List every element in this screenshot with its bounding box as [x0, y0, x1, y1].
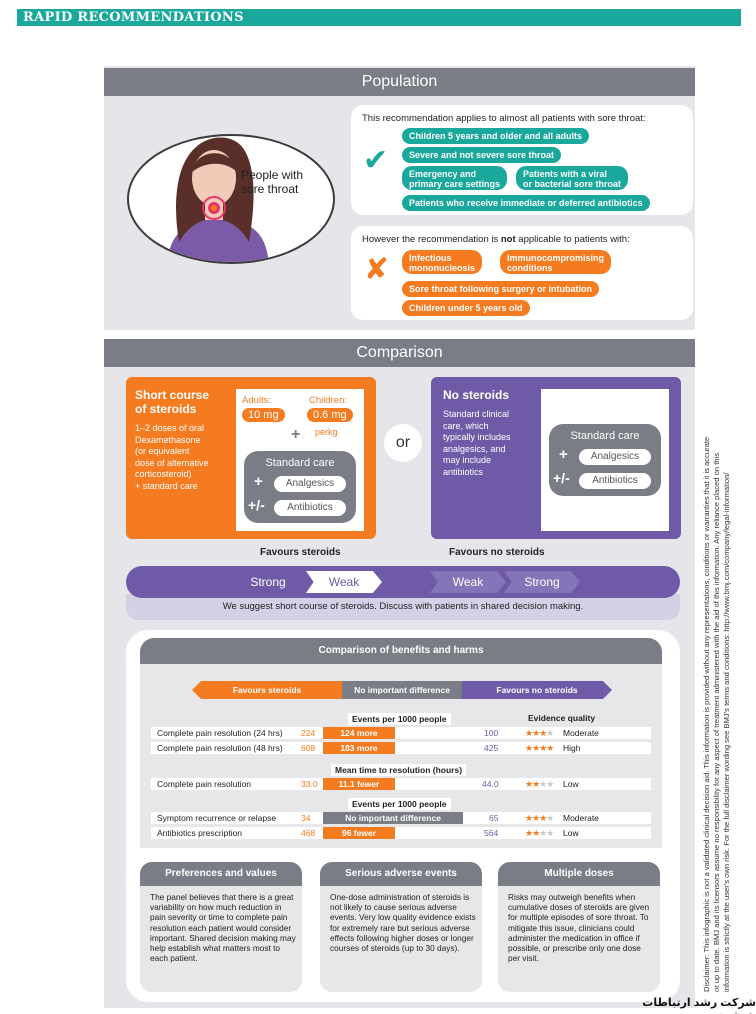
- plus-minus-sign: +/-: [553, 470, 570, 486]
- steroids-dose-panel: Adults: 10 mg Children: 0.6 mg perkg + S…: [236, 389, 364, 531]
- applies-item: Patients who receive immediate or deferr…: [402, 195, 650, 211]
- population-header: Population: [104, 68, 695, 96]
- table-row: Complete pain resolution 33.0 11.1 fewer…: [151, 778, 651, 790]
- no-steroids-title: No steroids: [443, 388, 510, 402]
- strong-no-steroids-chevron: Strong: [504, 571, 580, 593]
- banner-title: RAPID RECOMMENDATIONS: [23, 10, 244, 25]
- applies-item: Patients with a viral or bacterial sore …: [516, 166, 629, 190]
- children-unit: perkg: [315, 427, 338, 437]
- not-applies-title: However the recommendation is not applic…: [362, 234, 630, 245]
- adults-label: Adults:: [242, 395, 272, 406]
- cross-icon: ✘: [364, 253, 390, 286]
- check-icon: ✔: [363, 144, 389, 177]
- star-rating: ★★★★: [525, 828, 554, 838]
- weak-steroids-chevron-selected: Weak: [306, 571, 382, 593]
- antibiotics-pill: Antibiotics: [579, 473, 651, 489]
- woman-sore-throat-icon: [167, 137, 269, 262]
- analgesics-pill: Analgesics: [579, 449, 651, 465]
- no-steroids-option-card: No steroids Standard clinical care, whic…: [431, 377, 681, 539]
- table-row: Symptom recurrence or relapse 34 No impo…: [151, 812, 651, 824]
- events-header: Events per 1000 people: [348, 798, 451, 810]
- strong-steroids-chevron: Strong: [250, 575, 286, 589]
- comparison-header: Comparison: [104, 339, 695, 367]
- star-rating: ★★★★: [525, 728, 554, 738]
- watermark-text: شرکت رشد ارتباطات هوشمند: [642, 997, 756, 1014]
- no-steroids-description: Standard clinical care, which typically …: [443, 409, 511, 477]
- steroids-title: Short course of steroids: [135, 388, 210, 416]
- disclaimer: Disclaimer: This infographic is not a va…: [702, 436, 731, 992]
- not-applies-item: Immunocompromising conditions: [500, 250, 612, 274]
- children-dose: 0.6 mg: [307, 408, 353, 422]
- steroids-description: 1–2 doses of oral Dexamethasone (or equi…: [135, 423, 209, 491]
- plus-sign: +: [559, 446, 568, 463]
- star-rating: ★★★★: [525, 743, 554, 753]
- applies-item: Children 5 years and older and all adult…: [402, 128, 590, 144]
- applies-box: This recommendation applies to almost al…: [351, 105, 693, 215]
- legend-no-difference: No important difference: [342, 681, 462, 699]
- multiple-doses-card: Multiple doses Risks may outweigh benefi…: [498, 862, 660, 992]
- adults-dose: 10 mg: [242, 408, 285, 422]
- evidence-quality-header: Evidence quality: [528, 713, 596, 723]
- plus-minus-sign: +/-: [248, 497, 265, 513]
- people-with-sore-throat-label: People with sore throat: [241, 168, 304, 196]
- star-rating: ★★★★: [525, 779, 554, 789]
- not-applies-item: Sore throat following surgery or intubat…: [402, 281, 600, 297]
- weak-no-steroids-chevron: Weak: [430, 571, 506, 593]
- table-row: Antibiotics prescription 468 96 fewer 56…: [151, 827, 651, 839]
- mean-time-header: Mean time to resolution (hours): [331, 764, 467, 776]
- no-steroids-panel: Standard care + Analgesics +/- Antibioti…: [541, 389, 669, 531]
- favours-no-steroids-label: Favours no steroids: [449, 547, 545, 558]
- top-banner: RAPID RECOMMENDATIONS: [17, 9, 741, 26]
- adverse-events-card: Serious adverse events One-dose administ…: [320, 862, 482, 992]
- not-applies-item: Children under 5 years old: [402, 300, 530, 316]
- legend-favours-steroids: Favours steroids: [192, 681, 342, 699]
- applies-item: Severe and not severe sore throat: [402, 147, 562, 163]
- preferences-card: Preferences and values The panel believe…: [140, 862, 302, 992]
- not-applies-item: Infectious mononucleosis: [402, 250, 483, 274]
- table-row: Complete pain resolution (24 hrs) 224 12…: [151, 727, 651, 739]
- applies-title: This recommendation applies to almost al…: [362, 113, 646, 124]
- standard-care-title: Standard care: [265, 457, 335, 469]
- legend-favours-no-steroids: Favours no steroids: [462, 681, 612, 699]
- favours-steroids-label: Favours steroids: [260, 547, 341, 558]
- antibiotics-pill: Antibiotics: [274, 500, 346, 516]
- recommendation-statement: We suggest short course of steroids. Dis…: [126, 594, 680, 620]
- standard-care-title: Standard care: [570, 430, 640, 442]
- section-separator: [104, 330, 695, 339]
- table-row: Complete pain resolution (48 hrs) 608 18…: [151, 742, 651, 754]
- strength-scale: Strong Weak Weak Strong: [126, 566, 680, 598]
- or-divider: or: [384, 424, 422, 462]
- plus-sign: +: [291, 426, 301, 443]
- star-rating: ★★★★: [525, 813, 554, 823]
- plus-sign: +: [254, 473, 263, 490]
- standard-care-box: Standard care + Analgesics +/- Antibioti…: [549, 424, 661, 496]
- not-applies-box: However the recommendation is not applic…: [351, 226, 693, 320]
- steroids-option-card: Short course of steroids 1–2 doses of or…: [126, 377, 376, 539]
- benefits-harms-header: Comparison of benefits and harms: [140, 638, 662, 664]
- children-label: Children:: [309, 395, 348, 406]
- applies-item: Emergency and primary care settings: [402, 166, 508, 190]
- analgesics-pill: Analgesics: [274, 476, 346, 492]
- standard-care-box: Standard care + Analgesics +/- Antibioti…: [244, 451, 356, 523]
- patient-illustration: [127, 134, 335, 264]
- events-header: Events per 1000 people: [348, 713, 451, 725]
